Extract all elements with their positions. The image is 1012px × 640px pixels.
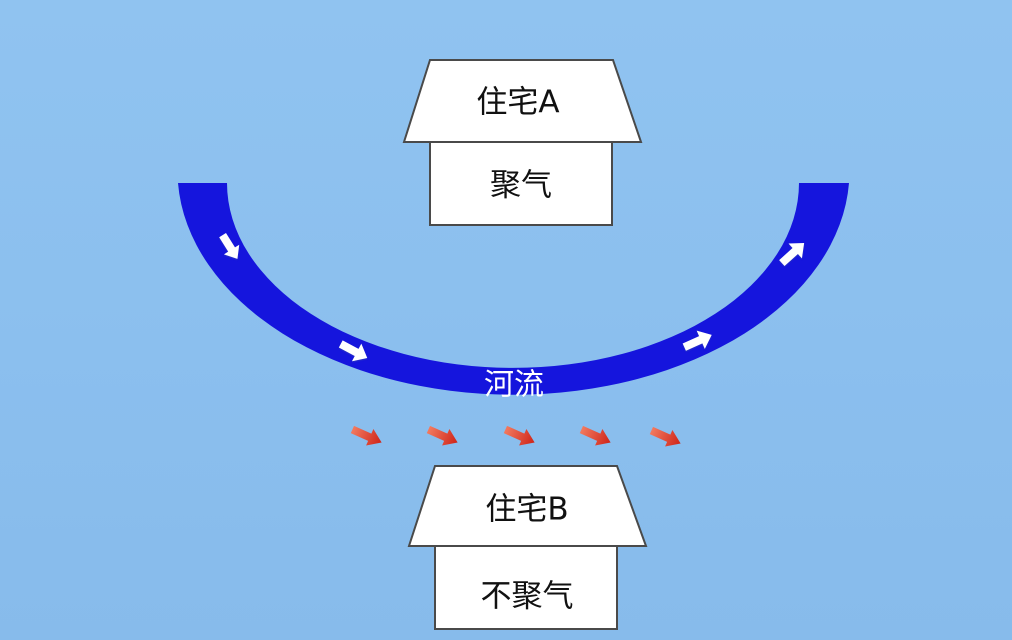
red-arrow-icon — [349, 421, 386, 450]
house-a: 住宅A 聚气 — [404, 60, 641, 225]
red-arrow-icon — [648, 422, 685, 451]
impact-arrows — [349, 421, 685, 451]
house-a-roof-label: 住宅A — [476, 85, 559, 121]
river-label: 河流 — [484, 368, 544, 403]
house-b: 住宅B 不聚气 — [409, 466, 646, 629]
red-arrow-icon — [425, 421, 462, 450]
red-arrow-icon — [502, 421, 539, 450]
red-arrow-icon — [578, 421, 615, 450]
house-a-body-label: 聚气 — [490, 168, 552, 204]
house-b-roof-label: 住宅B — [485, 492, 568, 528]
house-b-body-label: 不聚气 — [481, 579, 574, 615]
